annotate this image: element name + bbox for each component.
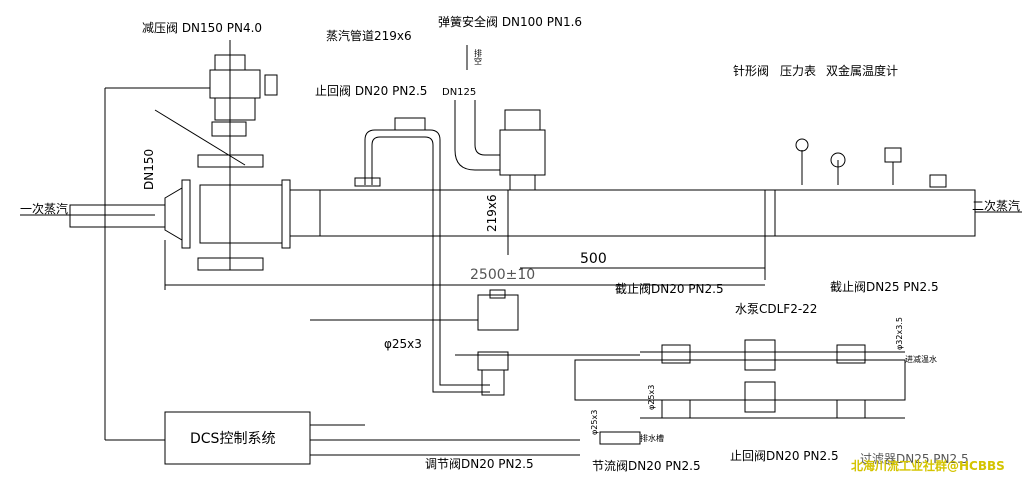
check-valve-bottom-label: 止回阀DN20 PN2.5	[730, 449, 839, 463]
needle-valve-label: 针形阀	[733, 64, 770, 78]
pipe-25x3-label: φ25x3	[384, 337, 422, 351]
pipe-25x3-v1-label: φ25x3	[647, 384, 656, 410]
check-valve-top-label: 止回阀 DN20 PN2.5	[315, 84, 428, 98]
pipe-25x3-v2-label: φ25x3	[590, 409, 599, 435]
dim-2500-label: 2500±10	[470, 267, 536, 283]
dimensions	[164, 240, 765, 290]
pipe-32x3-5-label: φ32x3.5	[895, 317, 904, 350]
dim-500-label: 500	[580, 251, 607, 267]
dcs-system-label: DCS控制系统	[190, 431, 276, 447]
vent-label: 排空	[474, 49, 482, 66]
steam-pipe-label: 蒸汽管道219x6	[326, 29, 412, 43]
pipe-219x6-label: 219x6	[485, 194, 499, 232]
water-manifold	[574, 339, 906, 445]
spring-safety-valve-label: 弹簧安全阀 DN100 PN1.6	[438, 15, 583, 29]
inlet-steam-label: 一次蒸汽	[20, 202, 69, 216]
water-in-label: 进减温水	[905, 355, 937, 364]
drain-water-label: 排水槽	[640, 434, 664, 443]
regulating-valve-symbol	[455, 289, 640, 396]
main-pipe	[20, 179, 1022, 280]
outlet-steam-label: 二次蒸汽	[972, 199, 1021, 213]
water-pump-label: 水泵CDLF2-22	[735, 302, 818, 316]
filter-label: 过滤器DN25 PN2.5	[860, 452, 969, 466]
stop-valve-right-label: 截止阀DN25 PN2.5	[830, 280, 939, 294]
stop-valve-left-label: 截止阀DN20 PN2.5	[615, 282, 724, 296]
dn125-label: DN125	[442, 87, 477, 98]
watermark: 北海川流工业社群@HCBBS	[851, 459, 1005, 473]
instruments	[795, 138, 947, 188]
throttle-valve-label: 节流阀DN20 PN2.5	[592, 459, 701, 473]
dcs-wiring	[164, 319, 580, 465]
bimetal-thermometer-label: 双金属温度计	[826, 64, 899, 78]
pressure-reducing-valve-symbol	[104, 40, 278, 441]
pressure-reducing-valve-label: 减压阀 DN150 PN4.0	[142, 21, 263, 35]
regulating-valve-label: 调节阀DN20 PN2.5	[425, 457, 534, 471]
pressure-gauge-label: 压力表	[780, 64, 817, 78]
dn150-label: DN150	[142, 148, 156, 190]
safety-valve-symbol	[454, 45, 546, 191]
steam-bypass-loop	[354, 117, 490, 393]
